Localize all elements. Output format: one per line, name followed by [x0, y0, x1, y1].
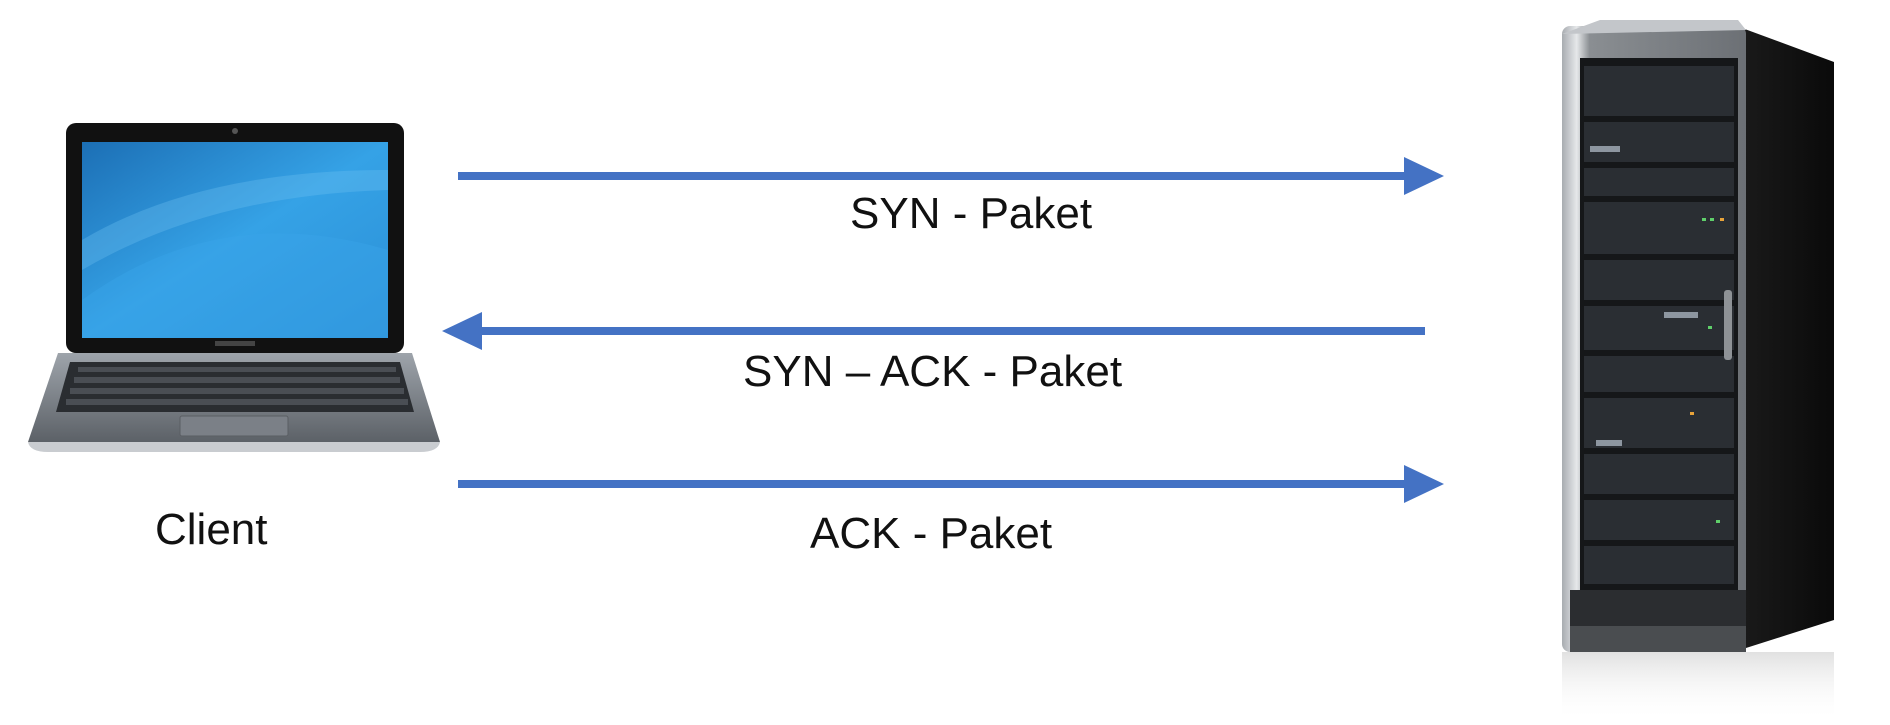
server-rack-icon [1562, 20, 1834, 722]
syn-ack-packet-label: SYN – ACK - Paket [743, 347, 1123, 396]
ack-packet-label: ACK - Paket [810, 509, 1053, 558]
arrow-syn [458, 157, 1444, 195]
laptop-icon [28, 123, 440, 452]
syn-packet-label: SYN - Paket [850, 189, 1093, 238]
client-label: Client [155, 505, 268, 554]
arrow-syn-ack [442, 312, 1425, 350]
arrow-ack [458, 465, 1444, 503]
